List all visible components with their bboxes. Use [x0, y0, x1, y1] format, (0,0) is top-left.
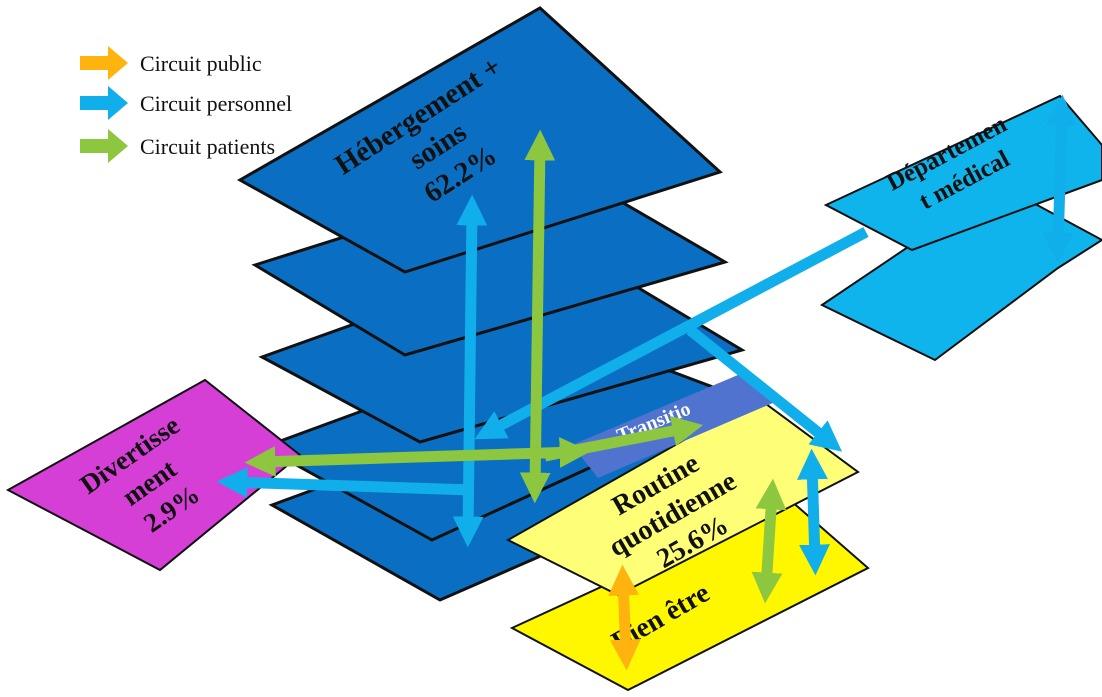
legend-label-personnel: Circuit personnel — [140, 91, 292, 116]
personnel-arrow-routine-bien-etre — [797, 448, 830, 576]
legend: Circuit public Circuit personnel Circuit… — [80, 46, 292, 163]
routine-quotidienne-block: Routine quotidienne 25.6% — [505, 396, 860, 597]
patients-arrows — [244, 129, 787, 604]
blue-arrow-icon — [80, 86, 128, 120]
legend-label-public: Circuit public — [140, 51, 262, 76]
personnel-arrow-departement-vertical — [1043, 94, 1077, 264]
patients-arrow-to-transition — [543, 415, 704, 462]
personnel-arrow-hebergement-to-routine — [686, 325, 843, 452]
public-arrow-routine-bien-etre — [608, 564, 641, 671]
legend-item-patients: Circuit patients — [80, 129, 275, 163]
patients-arrow-vertical-hebergement — [519, 129, 556, 504]
orange-arrow-icon — [80, 46, 128, 80]
divertissement-block: Divertisse ment 2.9% — [5, 378, 302, 572]
personnel-arrow-vertical-hebergement — [452, 194, 488, 548]
patients-arrow-horizontal-divertissement — [244, 437, 591, 477]
legend-label-patients: Circuit patients — [140, 134, 275, 159]
legend-item-personnel: Circuit personnel — [80, 86, 292, 120]
patients-arrow-routine-bien-etre — [751, 478, 787, 604]
green-arrow-icon — [80, 129, 128, 163]
public-arrows — [608, 564, 641, 671]
departement-plate-upper — [823, 94, 1102, 252]
hebergement-plate-1 — [236, 6, 723, 274]
legend-item-public: Circuit public — [80, 46, 262, 80]
personnel-arrow-horizontal-divertissement — [216, 467, 473, 498]
